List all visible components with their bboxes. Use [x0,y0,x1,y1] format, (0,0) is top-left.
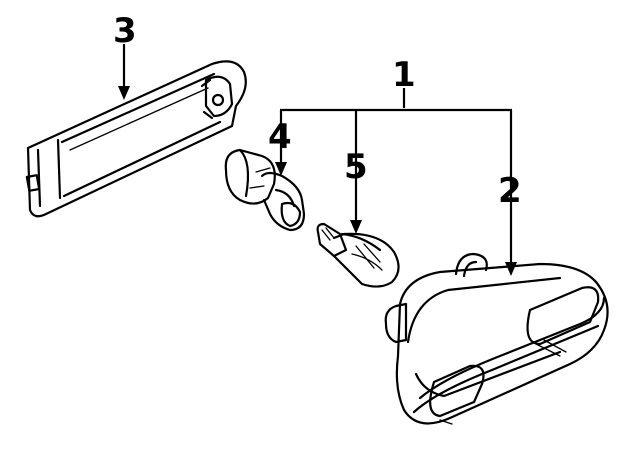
leader-line-3 [118,44,130,100]
callout-2: 2 [498,171,522,211]
lamp-part-2 [384,252,609,425]
leader-bracket-1 [275,88,517,276]
bulb-part-5 [316,222,400,288]
callout-3: 3 [113,11,137,51]
callout-1: 1 [392,55,416,95]
callout-5: 5 [344,147,368,187]
socket-part-4 [224,148,306,232]
bracket-part-3 [25,60,247,218]
callout-4: 4 [268,117,292,157]
